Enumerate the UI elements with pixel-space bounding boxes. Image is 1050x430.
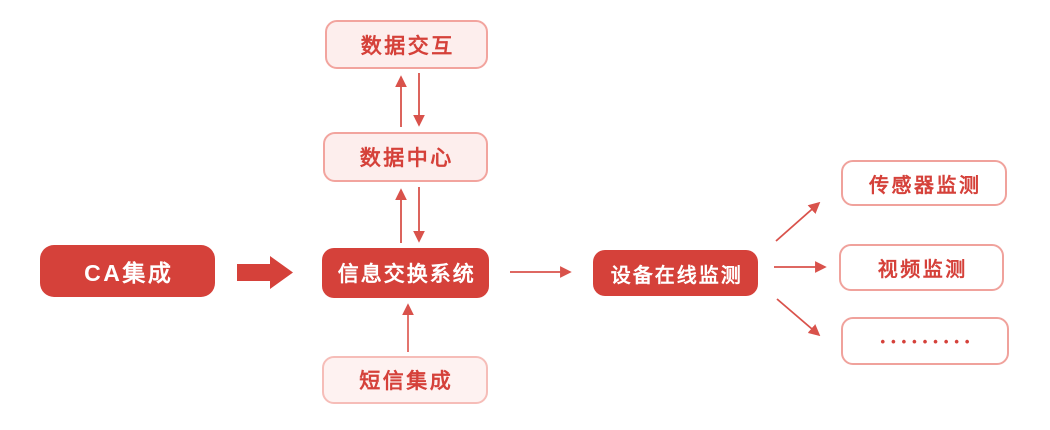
node-data-interaction: 数据交互 <box>325 20 488 69</box>
arrow-device-to-more <box>776 298 821 337</box>
node-sensor-monitor: 传感器监测 <box>841 160 1007 206</box>
node-more-ellipsis-label: ••••••••• <box>880 333 976 349</box>
node-more-ellipsis: ••••••••• <box>841 317 1009 365</box>
node-video-monitor-label: 视频监测 <box>877 259 968 281</box>
block-arrow-ca-to-info-exchange <box>237 256 293 289</box>
node-device-online-monitor: 设备在线监测 <box>593 250 758 296</box>
node-ca-integration: CA集成 <box>40 245 215 297</box>
node-info-exchange-system: 信息交换系统 <box>322 248 489 298</box>
node-device-online-monitor-label: 设备在线监测 <box>610 264 743 287</box>
node-sms-integration: 短信集成 <box>322 356 488 404</box>
node-sms-integration-label: 短信集成 <box>359 370 454 393</box>
node-data-center: 数据中心 <box>323 132 488 182</box>
node-info-exchange-system-label: 信息交换系统 <box>337 263 476 286</box>
node-sensor-monitor-label: 传感器监测 <box>869 174 982 197</box>
node-data-center-label: 数据中心 <box>359 147 454 170</box>
arrow-device-to-sensor <box>775 201 821 242</box>
node-data-interaction-label: 数据交互 <box>360 34 455 58</box>
node-video-monitor: 视频监测 <box>839 244 1004 291</box>
node-ca-integration-label: CA集成 <box>84 260 174 286</box>
